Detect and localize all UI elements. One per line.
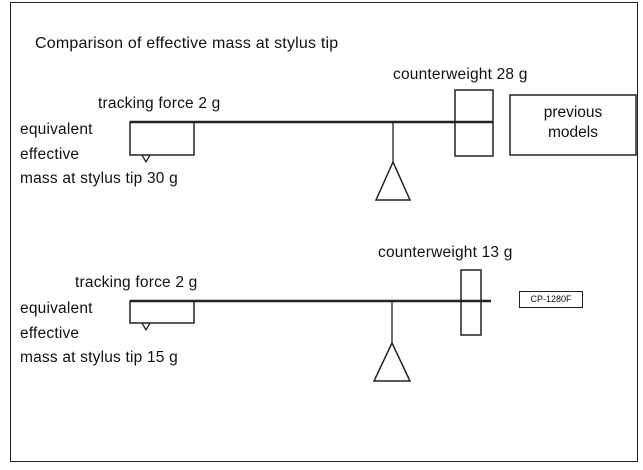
new-counterweight-label: counterweight 13 g	[378, 244, 513, 261]
model-badge: CP-1280F	[519, 291, 583, 308]
new-head-mass-box	[129, 300, 195, 324]
figure-title: Comparison of effective mass at stylus t…	[35, 35, 339, 52]
previous-models-line2: models	[548, 124, 598, 141]
previous-mass-label-line3: mass at stylus tip 30 g	[20, 170, 178, 187]
previous-fulcrum	[374, 160, 412, 201]
new-mass-label-line1: equivalent	[20, 300, 93, 317]
previous-counterweight	[454, 89, 494, 157]
previous-mass-label-line2: effective	[20, 146, 80, 163]
new-stylus-tip	[141, 322, 151, 332]
new-mass-label-line2: effective	[20, 325, 80, 342]
previous-stylus-tip	[141, 154, 151, 164]
new-tracking-force-label: tracking force 2 g	[75, 274, 198, 291]
previous-counterweight-label: counterweight 28 g	[393, 66, 528, 83]
previous-tracking-force-label: tracking force 2 g	[98, 95, 221, 112]
previous-models-line1: previous	[543, 104, 603, 121]
new-counterweight	[460, 269, 482, 336]
figure-frame	[10, 2, 638, 462]
previous-models-box-text: previous models	[510, 103, 636, 143]
new-mass-label-line3: mass at stylus tip 15 g	[20, 349, 178, 366]
previous-head-mass-box	[129, 121, 195, 156]
previous-mass-label-line1: equivalent	[20, 121, 93, 138]
previous-models-box	[509, 94, 637, 156]
new-fulcrum	[372, 341, 412, 382]
